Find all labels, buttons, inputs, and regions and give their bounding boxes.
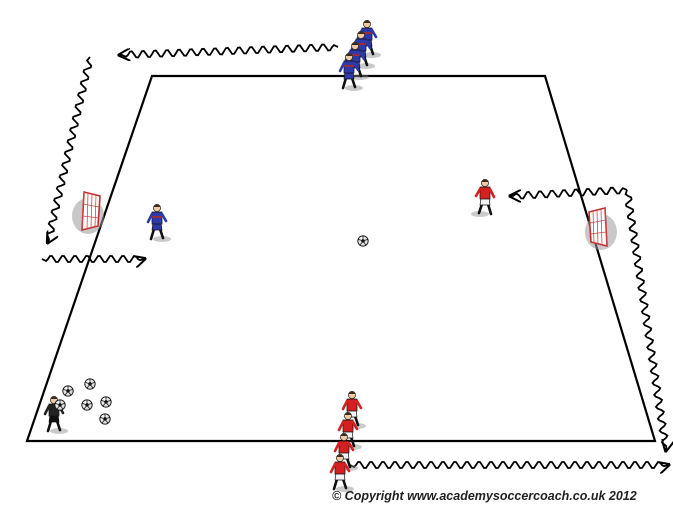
wavy-arrow-right-top (511, 188, 627, 199)
spare-ball (63, 386, 73, 396)
spare-ball (55, 400, 65, 410)
spare-ball (100, 414, 110, 424)
spare-ball (101, 397, 111, 407)
left-goal (72, 192, 104, 234)
wavy-arrow-bottom (350, 462, 668, 468)
spare-ball (82, 400, 92, 410)
red-active-player (471, 179, 494, 217)
balls (55, 236, 368, 424)
wavy-arrow-left-in (42, 256, 144, 262)
center-ball (358, 236, 368, 246)
blue-active-player (148, 204, 171, 242)
spare-ball (85, 379, 95, 389)
wavy-arrow-top (120, 45, 338, 58)
red-queue-player (331, 454, 354, 492)
copyright-text: © Copyright www.academysoccercoach.co.uk… (332, 489, 637, 503)
right-goal (585, 208, 617, 250)
